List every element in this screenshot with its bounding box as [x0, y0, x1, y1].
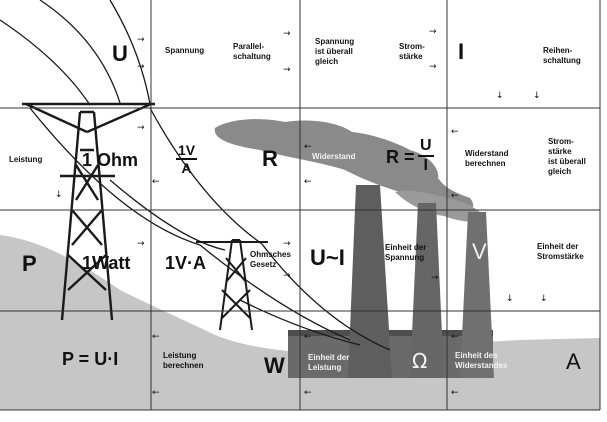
down-arrow-icon: ↓	[496, 91, 504, 101]
cell-volt-unit: V	[472, 239, 487, 264]
down-arrow-icon: ↓	[533, 91, 541, 101]
left-arrow-icon: ←	[304, 142, 312, 152]
cell-spannung-gleich-1: Spannung	[315, 37, 355, 46]
cell-reihen-1: Reihen-	[543, 46, 573, 55]
left-arrow-icon: ←	[451, 388, 459, 398]
cell-stromstaerke-1: Strom-	[399, 42, 425, 51]
left-arrow-icon: ←	[451, 191, 459, 201]
cell-strom-gleich-1: Strom-	[548, 137, 574, 146]
fraction-numerator: 1V	[176, 142, 198, 160]
cell-einheit-spannung-2: Spannung	[385, 253, 425, 262]
cell-1-watt: 1Watt	[82, 253, 131, 273]
fraction-denominator-i: I	[423, 157, 428, 174]
cell-parallel-2: schaltung	[233, 52, 271, 61]
right-arrow-icon: →	[137, 62, 145, 72]
left-arrow-icon: ←	[152, 388, 160, 398]
right-arrow-icon: →	[429, 62, 437, 72]
right-arrow-icon: →	[137, 35, 145, 45]
cell-einheit-widerstand-2: Widerstandes	[455, 361, 508, 370]
smoke-cloud	[214, 119, 474, 213]
right-arrow-icon: →	[283, 65, 291, 75]
cell-power-formula: P = U·I	[62, 349, 119, 369]
left-arrow-icon: ←	[152, 177, 160, 187]
left-arrow-icon: ←	[304, 177, 312, 187]
cell-current-symbol: I	[458, 39, 465, 64]
left-arrow-icon: ←	[451, 332, 459, 342]
cell-1-va: 1V·A	[165, 253, 207, 273]
cell-einheit-strom-2: Stromstärke	[537, 252, 584, 261]
cell-strom-gleich-3: ist überall	[548, 157, 586, 166]
chimney-right	[460, 212, 494, 378]
cell-widerstand-berechnen-1: Widerstand	[465, 149, 509, 158]
left-arrow-icon: ←	[451, 127, 459, 137]
right-arrow-icon: →	[137, 123, 145, 133]
cell-spannung-gleich-3: gleich	[315, 57, 339, 66]
cell-leistung-berechnen-2: berechnen	[163, 361, 204, 370]
cell-einheit-leistung-1: Einheit der	[308, 353, 350, 362]
right-arrow-icon: →	[283, 239, 291, 249]
cell-1-ohm: 1 Ohm	[82, 150, 139, 170]
cell-ohmsches-1: Ohmsches	[250, 250, 291, 259]
cell-voltage-symbol: U	[112, 41, 128, 66]
cell-widerstand-berechnen-2: berechnen	[465, 159, 506, 168]
cell-reihen-2: schaltung	[543, 56, 581, 65]
cell-ohmsches-2: Gesetz	[250, 260, 277, 269]
large-tower	[22, 102, 155, 321]
cell-u-proportional-i: U~I	[310, 245, 345, 270]
cell-r-equals: R =	[386, 147, 415, 167]
right-arrow-icon: →	[137, 239, 145, 249]
smoke-cloud-2	[395, 190, 486, 222]
cell-einheit-spannung-1: Einheit der	[385, 243, 427, 252]
cell-power-symbol: P	[22, 251, 37, 276]
cell-strom-gleich-4: gleich	[548, 167, 572, 176]
right-arrow-icon: →	[283, 271, 291, 281]
grid-lines	[0, 0, 601, 411]
down-arrow-icon: ↓	[540, 294, 548, 304]
cell-einheit-leistung-2: Leistung	[308, 363, 342, 372]
cell-spannung-gleich-2: ist überall	[315, 47, 353, 56]
right-arrow-icon: →	[429, 27, 437, 37]
cell-strom-gleich-2: stärke	[548, 147, 572, 156]
cell-u-over-i: U I	[418, 137, 434, 175]
fraction-denominator: A	[181, 160, 192, 176]
cell-parallel-1: Parallel-	[233, 42, 265, 51]
chimney-middle	[410, 203, 444, 378]
cell-volt-per-ampere: 1V A	[176, 142, 198, 176]
cell-ampere-unit: A	[566, 349, 581, 374]
down-arrow-icon: ↓	[55, 190, 63, 200]
right-arrow-icon: →	[431, 273, 439, 283]
cell-einheit-strom-1: Einheit der	[537, 242, 579, 251]
left-arrow-icon: ←	[304, 388, 312, 398]
cell-spannung: Spannung	[165, 46, 205, 55]
small-tower	[196, 239, 268, 331]
right-arrow-icon: →	[283, 29, 291, 39]
cell-watt-unit: W	[264, 353, 285, 378]
cell-leistung-berechnen-1: Leistung	[163, 351, 197, 360]
cell-widerstand: Widerstand	[312, 152, 356, 161]
left-arrow-icon: ←	[304, 332, 312, 342]
cell-leistung: Leistung	[9, 155, 43, 164]
chimney-left	[348, 185, 392, 378]
fraction-numerator-u: U	[418, 137, 434, 157]
down-arrow-icon: ↓	[506, 294, 514, 304]
cell-stromstaerke-2: stärke	[399, 52, 423, 61]
cell-resistance-symbol: R	[262, 146, 278, 171]
cell-einheit-widerstand-1: Einheit des	[455, 351, 498, 360]
left-arrow-icon: ←	[152, 332, 160, 342]
cell-ohm-unit: Ω	[412, 349, 428, 373]
